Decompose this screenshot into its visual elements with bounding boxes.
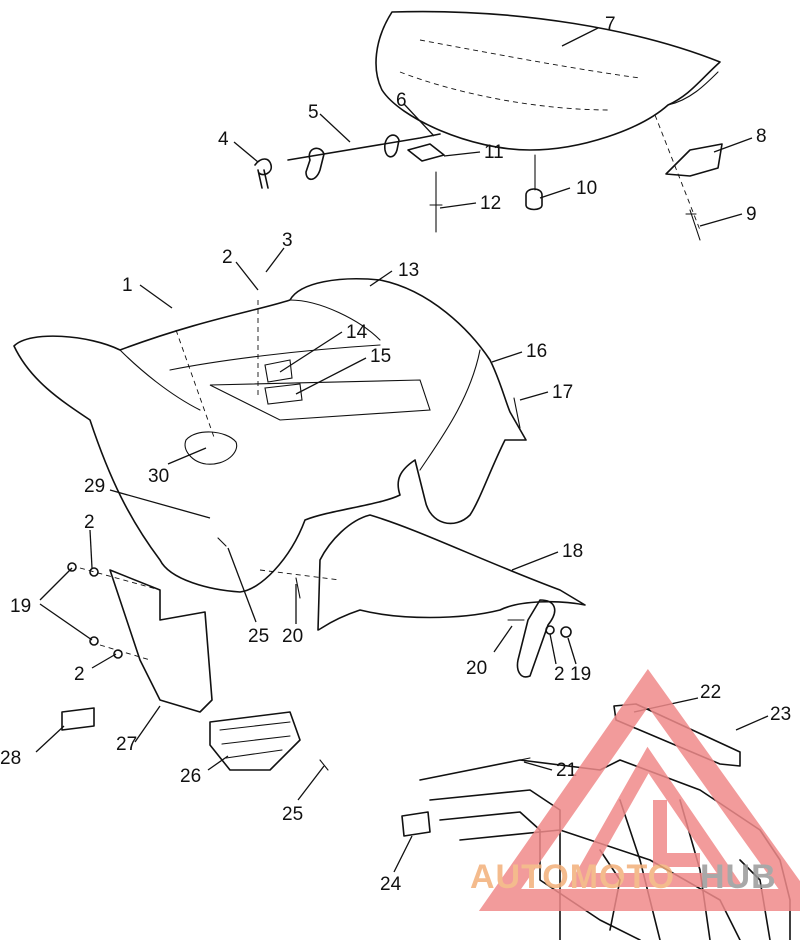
callout-18: 18 bbox=[562, 541, 583, 562]
callout-4: 4 bbox=[218, 129, 229, 150]
callout-1: 1 bbox=[122, 275, 133, 296]
callout-12: 12 bbox=[480, 193, 501, 214]
watermark-brand-light: AUTOMOTO bbox=[470, 858, 675, 896]
callout-17: 17 bbox=[552, 382, 573, 403]
callout-11: 11 bbox=[484, 142, 504, 163]
callout-27: 27 bbox=[116, 734, 137, 755]
callout-8: 8 bbox=[756, 126, 767, 147]
callout-25: 25 bbox=[248, 626, 269, 647]
callout-9: 9 bbox=[746, 204, 757, 225]
callout-25-b: 25 bbox=[282, 804, 303, 825]
callout-23: 23 bbox=[770, 704, 791, 725]
callout-29: 29 bbox=[84, 476, 105, 497]
seat-part bbox=[375, 10, 721, 231]
mud-flap-part bbox=[67, 537, 301, 713]
callout-6: 6 bbox=[396, 90, 407, 111]
watermark-logo: AUTOMOTO HUB bbox=[470, 668, 800, 911]
leader-lines bbox=[35, 27, 769, 873]
callout-15: 15 bbox=[370, 346, 391, 367]
fender-panel-part bbox=[259, 514, 586, 678]
callout-14: 14 bbox=[346, 322, 368, 343]
callout-labels: 1 2 3 4 5 6 7 8 9 10 11 12 13 14 15 16 1… bbox=[0, 14, 791, 895]
callout-24: 24 bbox=[380, 874, 402, 895]
callout-30: 30 bbox=[148, 466, 169, 487]
watermark-brand-dark: HUB bbox=[700, 858, 777, 896]
callout-3: 3 bbox=[282, 230, 293, 251]
callout-13: 13 bbox=[398, 260, 419, 281]
callout-19-b: 19 bbox=[570, 664, 591, 685]
callout-2-c: 2 bbox=[74, 664, 85, 685]
callout-16: 16 bbox=[526, 341, 547, 362]
callout-7: 7 bbox=[605, 14, 616, 35]
callout-22: 22 bbox=[700, 682, 721, 703]
seat-bracket-parts bbox=[665, 143, 723, 241]
callout-19: 19 bbox=[10, 596, 31, 617]
callout-20-b: 20 bbox=[466, 658, 487, 679]
callout-2-d: 2 bbox=[554, 664, 565, 685]
callout-20: 20 bbox=[282, 626, 303, 647]
callout-2-b: 2 bbox=[84, 512, 95, 533]
callout-10: 10 bbox=[576, 178, 597, 199]
callout-2: 2 bbox=[222, 247, 233, 268]
rear-fender-part bbox=[13, 278, 527, 593]
right-hardware-parts bbox=[507, 397, 572, 638]
callout-5: 5 bbox=[308, 102, 319, 123]
callout-26: 26 bbox=[180, 766, 201, 787]
callout-28: 28 bbox=[0, 748, 21, 769]
footrest-part bbox=[61, 707, 329, 771]
callout-21: 21 bbox=[556, 760, 577, 781]
